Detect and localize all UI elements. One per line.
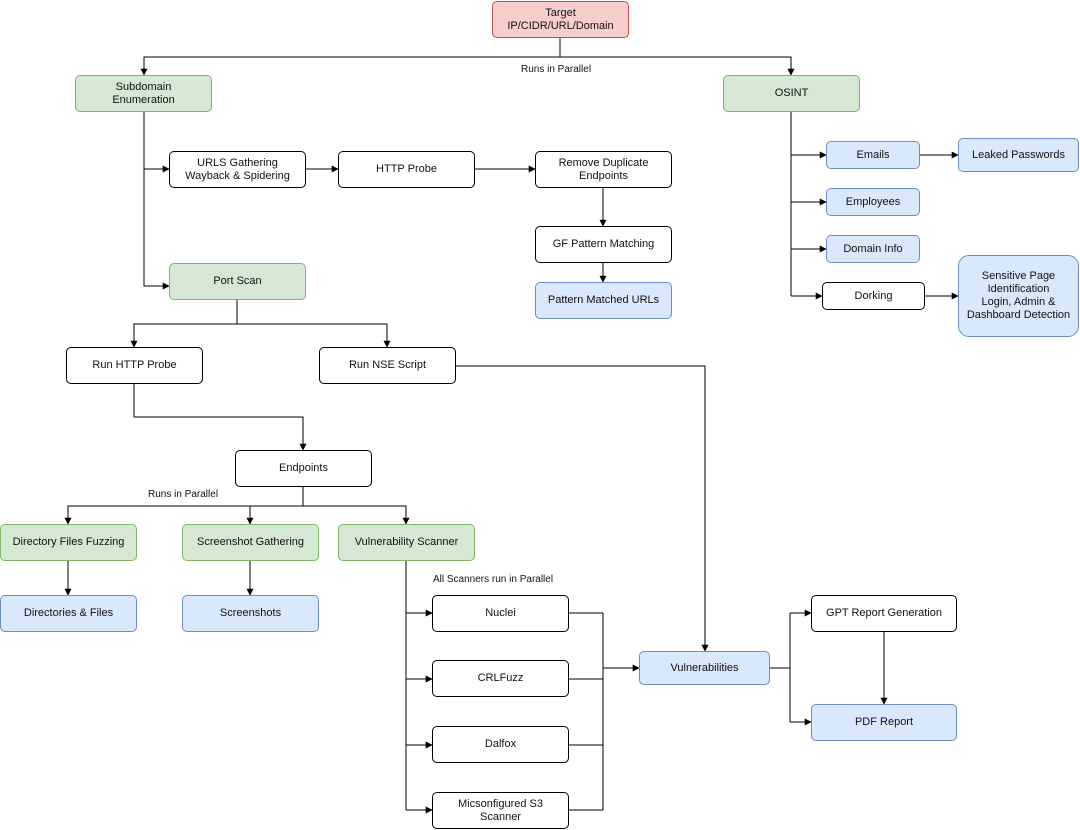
node-leaked-passwords: Leaked Passwords [958,138,1079,172]
connector-subdomain-to-portscan [143,169,170,290]
node-crlfuzz: CRLFuzz [432,660,569,697]
label-all-scanners-parallel: All Scanners run in Parallel [433,574,554,585]
node-target: Target IP/CIDR/URL/Domain [492,1,629,38]
connector-endpoints-to-screenshot [246,505,303,525]
node-run-http-probe: Run HTTP Probe [66,347,203,384]
node-vulnerability-scanner: Vulnerability Scanner [338,524,475,561]
node-directories-and-files: Directories & Files [0,595,137,632]
node-screenshots: Screenshots [182,595,319,632]
node-dorking: Dorking [822,282,925,310]
node-pdf-report: PDF Report [811,704,957,741]
node-directory-files-fuzzing: Directory Files Fuzzing [0,524,137,561]
connector-endpoints-to-vulnscanner [303,505,410,525]
node-http-probe: HTTP Probe [338,151,475,188]
node-port-scan: Port Scan [169,263,306,300]
node-employees: Employees [826,188,920,216]
label-runs-in-parallel-mid: Runs in Parallel [148,489,219,500]
connector-subdomain-to-urls [143,112,170,173]
node-osint: OSINT [723,75,860,112]
node-misconfigured-s3-scanner: Micsonfigured S3 Scanner [432,792,569,829]
node-emails: Emails [826,141,920,169]
node-screenshot-gathering: Screenshot Gathering [182,524,319,561]
node-endpoints: Endpoints [235,450,372,487]
connector-split-to-osint [560,56,795,76]
node-vulnerabilities: Vulnerabilities [639,651,770,685]
node-pattern-matched-urls: Pattern Matched URLs [535,282,672,319]
node-dalfox: Dalfox [432,726,569,763]
connector-runhttp-to-endpoints [133,384,307,451]
connector-portscan-to-runnse [237,323,391,348]
label-runs-in-parallel-top: Runs in Parallel [521,64,592,75]
connector-runnse-to-vulnerabilities [456,365,709,652]
node-sensitive-page-identification: Sensitive Page Identification Login, Adm… [958,255,1079,337]
connector-portscan-to-runhttp [130,323,237,348]
connector-endpoints-to-dirfuzz [64,505,303,525]
node-gf-pattern-matching: GF Pattern Matching [535,226,672,263]
node-urls-gathering: URLS Gathering Wayback & Spidering [169,151,306,188]
node-run-nse-script: Run NSE Script [319,347,456,384]
node-domain-info: Domain Info [826,235,920,263]
node-remove-duplicate-endpoints: Remove Duplicate Endpoints [535,151,672,188]
node-subdomain-enumeration: Subdomain Enumeration [75,75,212,112]
node-gpt-report-generation: GPT Report Generation [811,595,957,632]
node-nuclei: Nuclei [432,595,569,632]
connector-split-to-subdomain [140,56,560,76]
